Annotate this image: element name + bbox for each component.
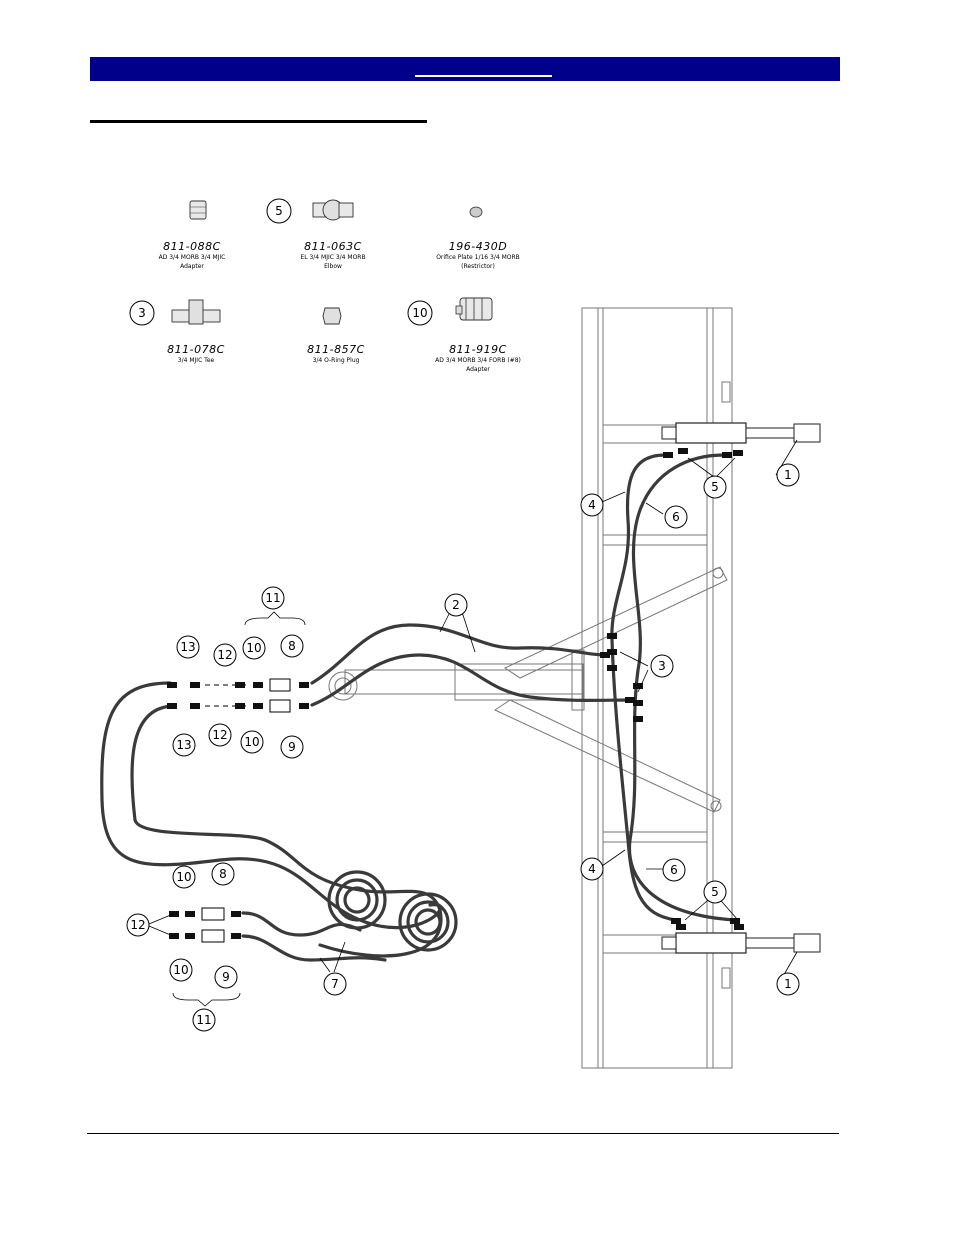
callout-6-bottom: 6: [663, 859, 685, 881]
callout-2: 2: [445, 594, 467, 616]
elbow-fitting-icon: [313, 200, 353, 220]
svg-text:13: 13: [180, 640, 195, 654]
forb-adapter-icon: [456, 298, 492, 320]
callout-12-a: 12: [214, 644, 236, 666]
callout-4-top: 4: [581, 494, 603, 516]
callout-7: 7: [324, 973, 346, 995]
callout-8-upper: 8: [281, 635, 303, 657]
svg-text:10: 10: [246, 641, 261, 655]
hydraulic-cylinder-bottom: [662, 933, 820, 953]
svg-text:3: 3: [658, 659, 666, 673]
svg-text:1: 1: [784, 977, 792, 991]
oring-plug-icon: [323, 308, 341, 324]
svg-text:7: 7: [331, 977, 339, 991]
legend-callout-3: 3: [130, 301, 154, 325]
callout-11-upper: 11: [262, 587, 284, 609]
callout-9-upper: 9: [281, 736, 303, 758]
svg-text:9: 9: [222, 970, 230, 984]
callout-5-top: 5: [704, 476, 726, 498]
svg-text:10: 10: [412, 306, 427, 320]
svg-text:12: 12: [130, 918, 145, 932]
svg-text:5: 5: [711, 885, 719, 899]
callout-6-top: 6: [665, 506, 687, 528]
svg-text:8: 8: [288, 639, 296, 653]
svg-text:11: 11: [196, 1013, 211, 1027]
callout-12-c: 12: [127, 914, 149, 936]
callout-10-c: 10: [173, 866, 195, 888]
tee-fitting-icon: [172, 300, 220, 324]
callout-1-bottom: 1: [777, 973, 799, 995]
fittings-upper-left: [167, 679, 309, 712]
adapter-fitting-icon: [190, 201, 206, 219]
svg-text:2: 2: [452, 598, 460, 612]
callout-8-lower: 8: [212, 863, 234, 885]
svg-text:4: 4: [588, 862, 596, 876]
svg-text:5: 5: [275, 204, 283, 218]
svg-text:5: 5: [711, 480, 719, 494]
callout-13-lower: 13: [173, 734, 195, 756]
callout-10-b: 10: [241, 731, 263, 753]
svg-text:11: 11: [265, 591, 280, 605]
svg-text:3: 3: [138, 306, 146, 320]
callout-5-bottom: 5: [704, 881, 726, 903]
callout-3: 3: [651, 655, 673, 677]
legend-callout-5: 5: [267, 199, 291, 223]
toolbar-frame: [582, 308, 732, 1068]
callout-10-d: 10: [170, 959, 192, 981]
svg-text:6: 6: [670, 863, 678, 877]
callout-10-a: 10: [243, 637, 265, 659]
svg-text:12: 12: [212, 728, 227, 742]
callout-11-lower: 11: [193, 1009, 215, 1031]
callout-13-upper: 13: [177, 636, 199, 658]
svg-text:1: 1: [784, 468, 792, 482]
hitch-tongue: [329, 567, 727, 812]
svg-text:12: 12: [217, 648, 232, 662]
callout-1-top: 1: [777, 464, 799, 486]
callout-12-b: 12: [209, 724, 231, 746]
svg-text:9: 9: [288, 740, 296, 754]
leader-lines: [149, 440, 797, 985]
svg-text:4: 4: [588, 498, 596, 512]
svg-text:8: 8: [219, 867, 227, 881]
svg-text:13: 13: [176, 738, 191, 752]
callout-9-lower: 9: [215, 966, 237, 988]
legend-callout-10: 10: [408, 301, 432, 325]
restrictor-plate-icon: [470, 207, 482, 217]
svg-text:10: 10: [173, 963, 188, 977]
svg-text:10: 10: [244, 735, 259, 749]
hydraulic-cylinder-top: [662, 423, 820, 443]
svg-text:10: 10: [176, 870, 191, 884]
fittings-lower-left: [169, 908, 241, 942]
svg-text:6: 6: [672, 510, 680, 524]
callout-4-bottom: 4: [581, 858, 603, 880]
